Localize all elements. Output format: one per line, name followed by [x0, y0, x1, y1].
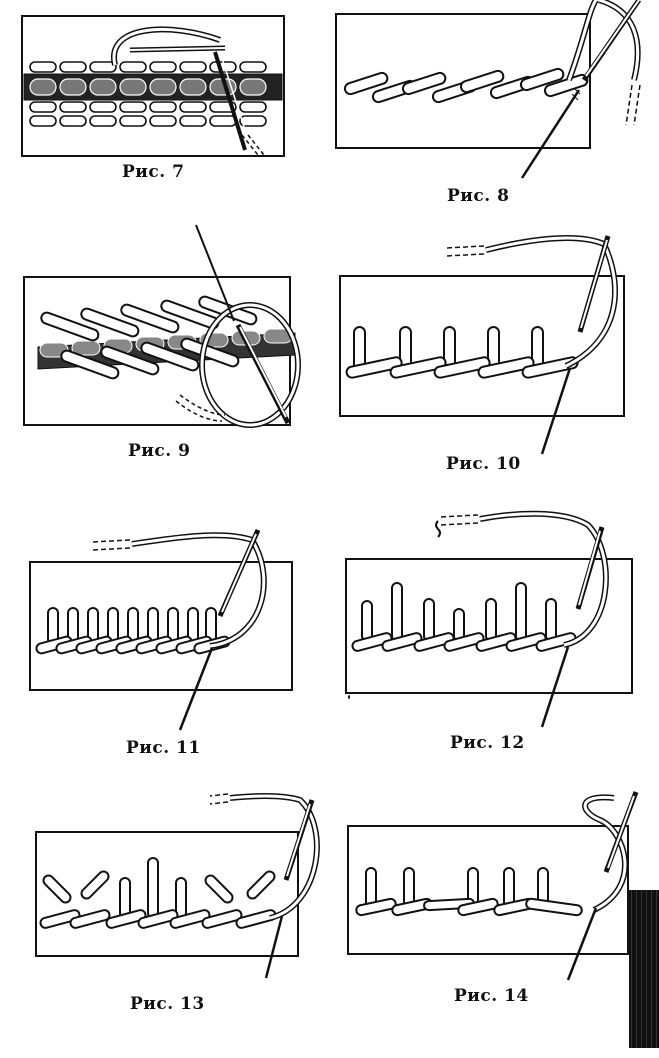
figure-13-caption: Рис. 13	[130, 994, 205, 1014]
figure-11: Рис. 11	[22, 520, 302, 760]
figure-13-illustration	[35, 793, 320, 979]
figure-9-illustration	[23, 224, 301, 428]
figure-8: Рис. 8	[334, 0, 654, 215]
figure-7-illustration	[21, 15, 285, 157]
figure-7-caption: Рис. 7	[122, 162, 185, 182]
figure-13: Рис. 13	[30, 788, 320, 1023]
figure-14-caption: Рис. 14	[454, 986, 529, 1006]
figure-10: Рис. 10	[336, 232, 636, 482]
figure-14-illustration	[347, 791, 639, 981]
figure-9: Рис. 9	[20, 224, 310, 470]
figure-11-caption: Рис. 11	[126, 738, 201, 758]
figure-12-caption: Рис. 12	[450, 733, 525, 753]
figure-12: Рис. 12	[342, 505, 642, 760]
figure-14: Рис. 14	[344, 790, 639, 1020]
figure-8-caption: Рис. 8	[447, 186, 510, 206]
figure-10-illustration	[339, 235, 625, 455]
dark-page-edge	[629, 890, 659, 1048]
figure-8-illustration	[335, 0, 642, 179]
figure-9-caption: Рис. 9	[128, 441, 191, 461]
figure-7: Рис. 7	[20, 10, 290, 182]
figure-12-illustration	[345, 510, 633, 728]
figure-11-illustration	[29, 528, 293, 731]
figure-10-caption: Рис. 10	[446, 454, 521, 474]
